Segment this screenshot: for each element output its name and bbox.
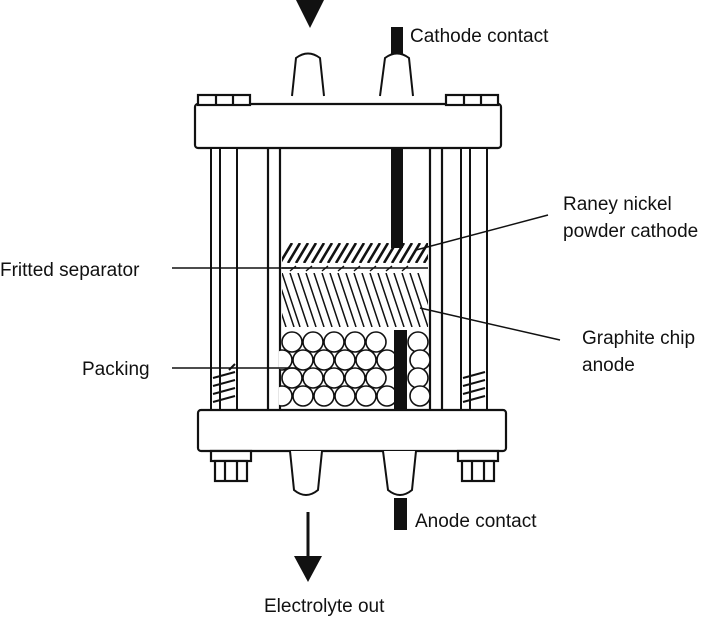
label-anode-contact: Anode contact xyxy=(415,511,537,532)
packing-spheres xyxy=(279,331,431,407)
electrolyte-in-arrow xyxy=(296,0,324,28)
label-raney-nickel-line1: Raney nickel xyxy=(563,194,672,215)
label-fritted-separator: Fritted separator xyxy=(0,260,140,281)
left-tie-rod xyxy=(210,147,238,411)
label-raney-nickel-line2: powder cathode xyxy=(563,221,698,242)
top-cathode-nozzle xyxy=(379,52,414,97)
top-inlet-nozzle xyxy=(291,52,325,97)
label-graphite-chip-line1: Graphite chip xyxy=(582,328,695,349)
label-cathode-contact: Cathode contact xyxy=(410,26,549,47)
leader-raney-nickel xyxy=(415,214,549,251)
leader-lines xyxy=(172,214,561,369)
cathode-contact-rod xyxy=(391,27,403,248)
electrolyte-out-arrow xyxy=(294,512,322,582)
bottom-clamp-plate xyxy=(196,408,508,483)
bottom-anode-nozzle xyxy=(382,450,417,496)
right-tie-rod xyxy=(460,147,488,411)
bottom-outlet-nozzle xyxy=(289,450,323,496)
leader-graphite-chip xyxy=(419,307,561,341)
label-graphite-chip-line2: anode xyxy=(582,355,635,376)
anode-contact-rod xyxy=(394,330,407,530)
label-packing: Packing xyxy=(82,359,150,380)
raney-nickel-cathode-layer xyxy=(282,243,428,263)
top-clamp-plate xyxy=(193,93,503,150)
graphite-chip-anode-layer xyxy=(282,273,428,327)
fritted-separator-layer xyxy=(282,265,428,272)
label-electrolyte-out: Electrolyte out xyxy=(264,596,385,617)
